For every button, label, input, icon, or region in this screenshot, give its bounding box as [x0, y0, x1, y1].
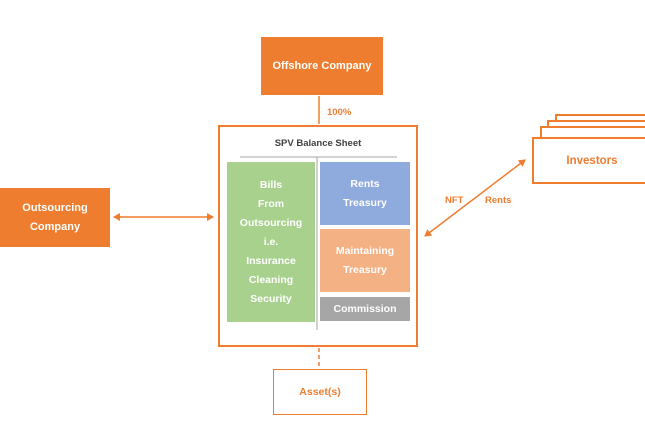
- rents-label: Rents: [485, 195, 512, 206]
- assets-box: Asset(s): [273, 369, 367, 415]
- spv-maintaining-treasury-cell: Maintaining Treasury: [320, 229, 410, 292]
- spv-balance-sheet-frame: [218, 125, 418, 347]
- bills-line: Insurance: [246, 254, 296, 267]
- spv-bills-cell: Bills From Outsourcing i.e. Insurance Cl…: [227, 162, 315, 322]
- ownership-label: 100%: [327, 107, 352, 118]
- offshore-company-label: Offshore Company: [272, 60, 372, 72]
- rents-treasury-line: Rents: [350, 177, 380, 190]
- outsourcing-line: Company: [29, 220, 81, 233]
- spv-investors-arrow: [424, 159, 526, 237]
- outsourcing-line: Outsourcing: [22, 201, 88, 214]
- offshore-company-box: Offshore Company: [261, 37, 383, 95]
- outsourcing-company-box: Outsourcing Company: [0, 188, 110, 247]
- bills-line: Cleaning: [248, 273, 294, 286]
- spv-commission-cell: Commission: [320, 297, 410, 321]
- maintaining-treasury-line: Treasury: [343, 263, 387, 276]
- assets-label: Asset(s): [299, 386, 341, 398]
- maintaining-treasury-line: Maintaining: [335, 244, 395, 257]
- spv-title: SPV Balance Sheet: [274, 138, 362, 149]
- investors-label: Investors: [566, 154, 618, 167]
- spv-rents-treasury-cell: Rents Treasury: [320, 162, 410, 225]
- bills-line: i.e.: [263, 235, 279, 248]
- commission-label: Commission: [333, 302, 397, 315]
- bills-line: From: [257, 197, 285, 210]
- rents-treasury-line: Treasury: [343, 196, 387, 209]
- nft-label: NFT: [445, 195, 464, 206]
- bills-line: Security: [250, 292, 292, 305]
- bills-line: Outsourcing: [239, 216, 303, 229]
- bills-line: Bills: [259, 178, 283, 191]
- investors-box: Investors: [532, 137, 645, 184]
